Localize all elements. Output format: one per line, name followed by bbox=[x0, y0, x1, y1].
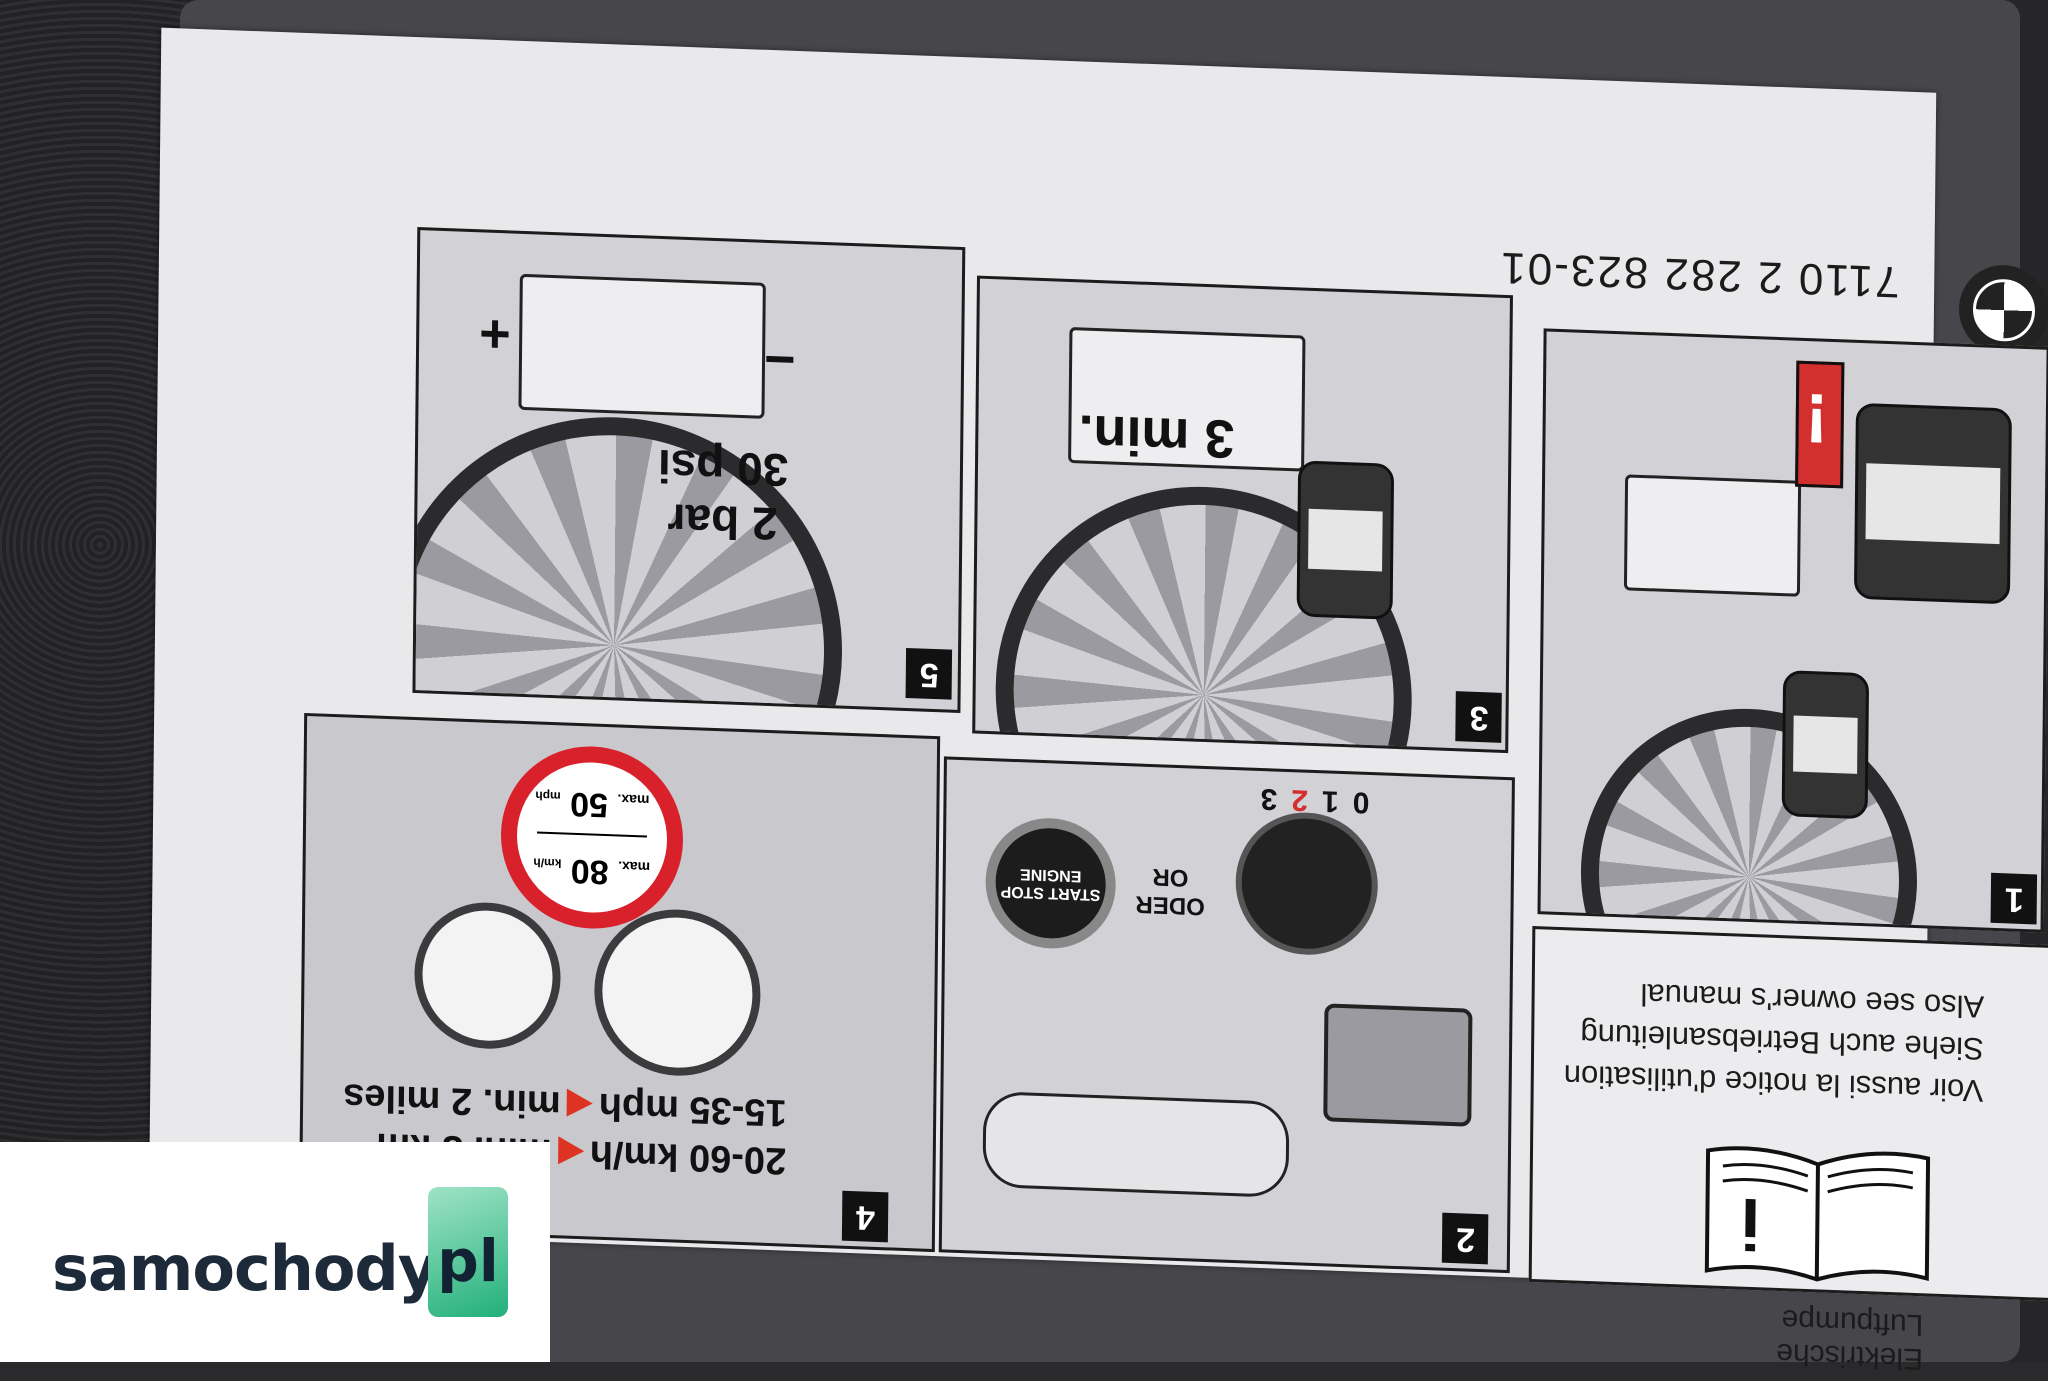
key-positions: 0123 bbox=[1246, 781, 1370, 819]
compressor-icon bbox=[1623, 474, 1802, 597]
ignition-key-icon bbox=[1235, 810, 1379, 958]
speedometer-icon bbox=[593, 906, 762, 1079]
step-number: 4 bbox=[841, 1190, 889, 1243]
watermark: samochody pl bbox=[0, 1142, 550, 1362]
start-stop-button-icon: START STOP ENGINE bbox=[984, 815, 1117, 951]
owners-manual-panel: Voir aussi la notice d'utilisation Siehe… bbox=[1528, 925, 2048, 1302]
panel-3: 3 min. 3 bbox=[972, 275, 1513, 754]
panel-1: ! 1 bbox=[1537, 328, 2048, 933]
sealant-bottle-zoom-icon bbox=[1853, 402, 2012, 605]
sealant-bottle-icon bbox=[1781, 670, 1870, 820]
sealant-bottle-icon bbox=[1296, 460, 1395, 620]
watermark-text: samochody bbox=[52, 1232, 438, 1305]
watermark-logo-icon: pl bbox=[428, 1187, 508, 1317]
warning-marker-icon: ! bbox=[1795, 360, 1845, 489]
step-number: 2 bbox=[1441, 1212, 1489, 1265]
plus-sign: + bbox=[478, 303, 512, 365]
arrow-icon bbox=[557, 1136, 584, 1166]
arrow-icon bbox=[566, 1088, 593, 1118]
step-number: 5 bbox=[905, 647, 953, 700]
speed-limit-sign-icon: max. 80 km/h max. 50 mph bbox=[500, 743, 684, 932]
part-number: 7110 2 282 823-01 bbox=[1499, 242, 1900, 307]
tachometer-icon bbox=[413, 900, 562, 1052]
step-number: 1 bbox=[1990, 872, 2038, 925]
power-socket-icon bbox=[1323, 1003, 1473, 1127]
footer-title: Elektrische Luftpumpe bbox=[1776, 1303, 1924, 1376]
step-number: 3 bbox=[1455, 691, 1502, 743]
duration-label: 3 min. bbox=[1078, 403, 1235, 470]
info-book-icon: i bbox=[1702, 1140, 1933, 1288]
hand-plug-icon bbox=[982, 1090, 1290, 1199]
manual-note: Voir aussi la notice d'utilisation Siehe… bbox=[1563, 976, 1985, 1109]
minus-sign: − bbox=[763, 328, 796, 390]
compressor-icon bbox=[518, 273, 766, 419]
